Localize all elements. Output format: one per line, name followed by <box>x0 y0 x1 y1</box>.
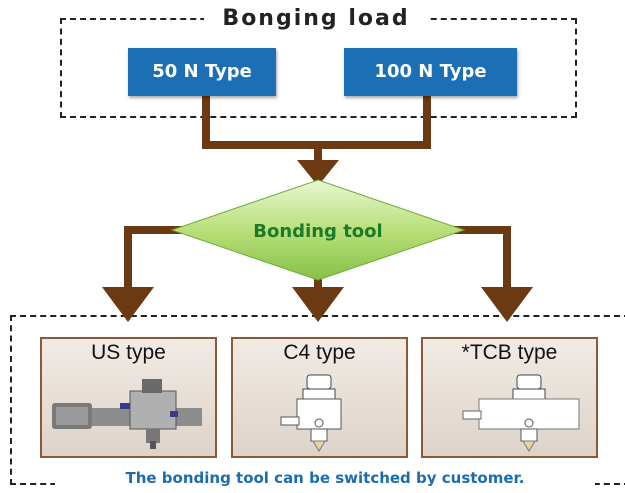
bonding-load-title: Bonging load <box>204 2 428 36</box>
arrow-to-bonding-tool <box>297 160 339 186</box>
us-tool-image <box>52 379 202 449</box>
tcb-tool-image <box>462 374 580 452</box>
bonding-tool-diamond <box>170 179 466 281</box>
merge-connector <box>202 96 431 165</box>
arrow-to-tcb-type <box>481 287 533 322</box>
footnote: The bonding tool can be switched by cust… <box>55 467 595 489</box>
tool-card-c4[interactable]: C4 type <box>231 337 408 458</box>
bonding-tool-label: Bonding tool <box>253 221 382 242</box>
load-option-50n[interactable]: 50 N Type <box>128 48 276 96</box>
tool-card-tcb[interactable]: *TCB type <box>421 337 598 458</box>
tool-card-us[interactable]: US type <box>40 337 217 458</box>
tool-card-label: US type <box>91 341 166 364</box>
tool-card-label: *TCB type <box>461 341 558 364</box>
arrow-to-c4-type <box>292 287 344 322</box>
load-option-100n[interactable]: 100 N Type <box>344 48 517 96</box>
arrow-to-us-type <box>102 287 154 322</box>
tool-card-label: C4 type <box>283 341 356 364</box>
c4-tool-image <box>280 374 342 452</box>
